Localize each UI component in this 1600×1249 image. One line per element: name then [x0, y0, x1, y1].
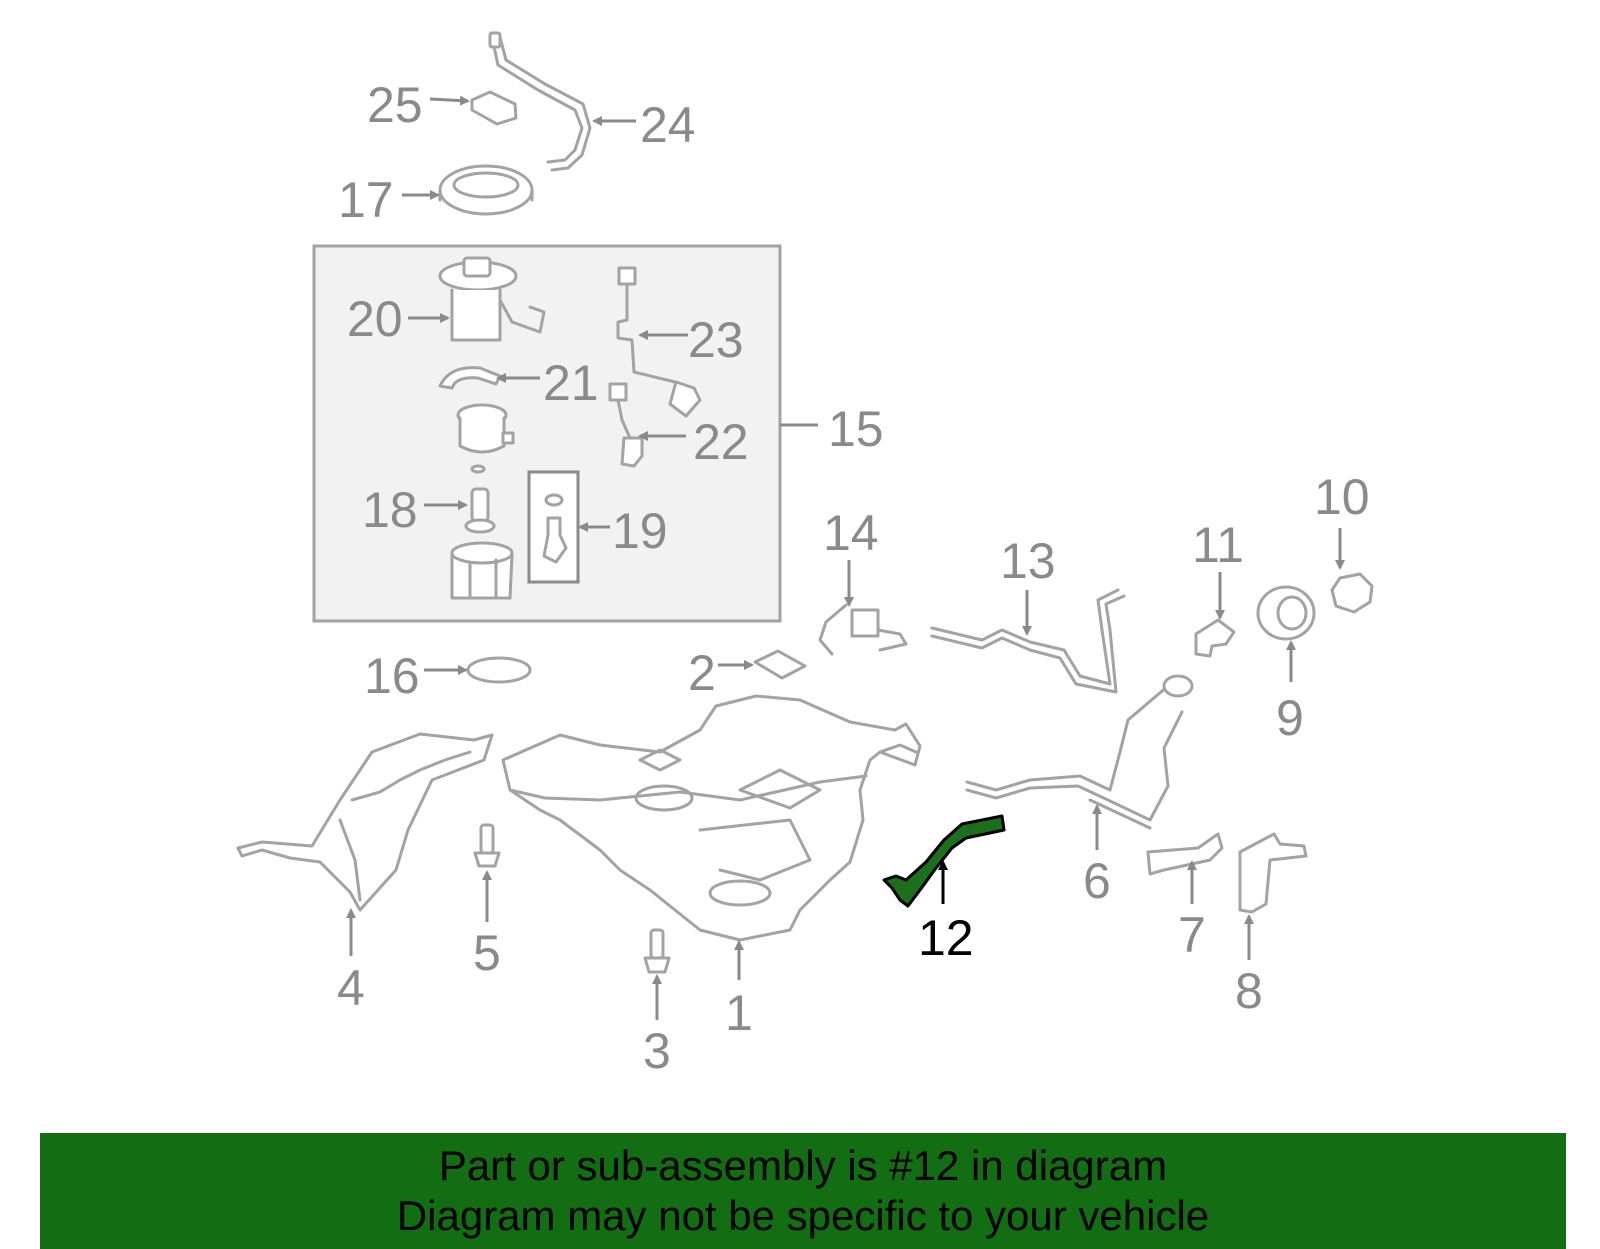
label-2: 2	[688, 645, 716, 701]
part-20-sender-unit[interactable]	[438, 256, 546, 342]
part-12-highlighted-pipe[interactable]	[882, 814, 1006, 908]
label-23: 23	[688, 312, 744, 368]
part-6-filler-pipe[interactable]	[965, 674, 1194, 830]
label-15: 15	[828, 401, 884, 457]
o-ring-small	[470, 464, 486, 474]
part-17-lock-ring[interactable]	[438, 164, 534, 216]
label-4: 4	[337, 960, 365, 1016]
part-1-fuel-tank[interactable]	[501, 694, 922, 942]
part-11-clip[interactable]	[1194, 618, 1236, 658]
label-16: 16	[364, 648, 420, 704]
part-9-grommet[interactable]	[1256, 585, 1316, 641]
part-3-bolt[interactable]	[643, 928, 671, 974]
label-10: 10	[1314, 469, 1370, 525]
part-number-labels: 25 24 17 20 23 21 15 22 18 19 14 13 11 1…	[337, 77, 1370, 1079]
part-14-valve[interactable]	[818, 603, 908, 656]
part-18-regulator[interactable]	[464, 487, 496, 534]
label-22: 22	[693, 414, 749, 470]
part-24-vent-tube[interactable]	[488, 31, 592, 172]
part-23-harness[interactable]	[616, 266, 702, 418]
banner-line-2: Diagram may not be specific to your vehi…	[396, 1192, 1210, 1239]
label-8: 8	[1235, 963, 1263, 1019]
label-6: 6	[1083, 853, 1111, 909]
fuel-reservoir[interactable]	[450, 541, 514, 600]
part-10-cap[interactable]	[1330, 572, 1374, 614]
banner-line-1: Part or sub-assembly is #12 in diagram	[438, 1142, 1168, 1189]
label-3: 3	[643, 1023, 671, 1079]
label-7: 7	[1178, 907, 1206, 963]
part-21-retainer[interactable]	[438, 366, 502, 390]
label-1: 1	[725, 985, 753, 1041]
info-banner: Part or sub-assembly is #12 in diagram D…	[40, 1133, 1566, 1249]
part-7-bracket[interactable]	[1146, 832, 1224, 876]
part-5-bolt[interactable]	[473, 823, 501, 868]
label-9: 9	[1276, 690, 1304, 746]
part-4-heat-shield[interactable]	[236, 732, 494, 912]
part-8-bracket[interactable]	[1238, 832, 1308, 914]
label-5: 5	[473, 925, 501, 981]
label-13: 13	[1000, 533, 1056, 589]
label-17: 17	[338, 172, 394, 228]
label-11: 11	[1192, 517, 1244, 573]
label-12: 12	[918, 910, 974, 966]
part-25-clip[interactable]	[470, 90, 518, 126]
label-25: 25	[367, 77, 423, 133]
part-13-hose[interactable]	[930, 588, 1126, 694]
label-14: 14	[823, 505, 879, 561]
fuel-filter[interactable]	[456, 403, 515, 454]
label-24: 24	[640, 97, 696, 153]
leader-arrows	[346, 95, 1345, 1020]
part-2-pad[interactable]	[753, 649, 807, 680]
part-19-fuel-pump[interactable]	[527, 470, 580, 584]
label-18: 18	[362, 482, 418, 538]
label-19: 19	[612, 503, 668, 559]
part-22-harness[interactable]	[608, 382, 644, 468]
part-16-gasket[interactable]	[466, 656, 532, 684]
label-20: 20	[347, 291, 403, 347]
label-21: 21	[543, 355, 599, 411]
